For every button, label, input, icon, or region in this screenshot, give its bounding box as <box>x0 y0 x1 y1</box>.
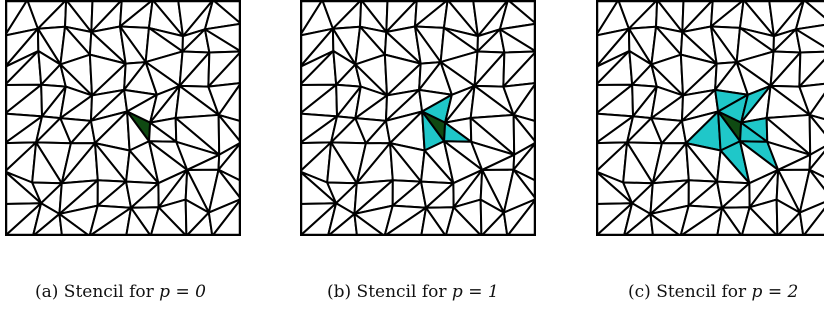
caption-b-math: p = 1 <box>451 282 499 302</box>
caption-c-math: p = 2 <box>751 282 799 302</box>
mesh-cell <box>740 206 779 236</box>
panel-a <box>5 0 241 236</box>
mesh-cell <box>444 206 483 236</box>
panel-b <box>300 0 536 236</box>
mesh-cell <box>716 206 743 236</box>
caption-a-math: p = 0 <box>159 282 206 302</box>
panel-c <box>596 0 824 236</box>
mesh-cell <box>506 198 536 236</box>
mesh-cell <box>353 212 386 236</box>
caption-b: (b) Stencil for p = 1 <box>327 282 499 302</box>
caption-a: (a) Stencil for p = 0 <box>35 282 206 302</box>
caption-b-prefix: (b) Stencil for <box>327 282 452 302</box>
mesh-border <box>5 0 241 236</box>
mesh-cell <box>211 198 241 236</box>
mesh-c <box>596 0 824 236</box>
mesh-a <box>5 0 241 236</box>
mesh-cell <box>649 212 682 236</box>
mesh-cell <box>125 206 152 236</box>
caption-a-prefix: (a) Stencil for <box>35 282 160 302</box>
mesh-border <box>596 0 824 236</box>
mesh-border <box>300 0 536 236</box>
caption-c-prefix: (c) Stencil for <box>628 282 752 302</box>
caption-c: (c) Stencil for p = 2 <box>628 282 798 302</box>
mesh-b <box>300 0 536 236</box>
mesh-cell <box>58 212 91 236</box>
mesh-cell <box>149 206 188 236</box>
mesh-cell <box>802 207 824 236</box>
mesh-cell <box>420 206 447 236</box>
